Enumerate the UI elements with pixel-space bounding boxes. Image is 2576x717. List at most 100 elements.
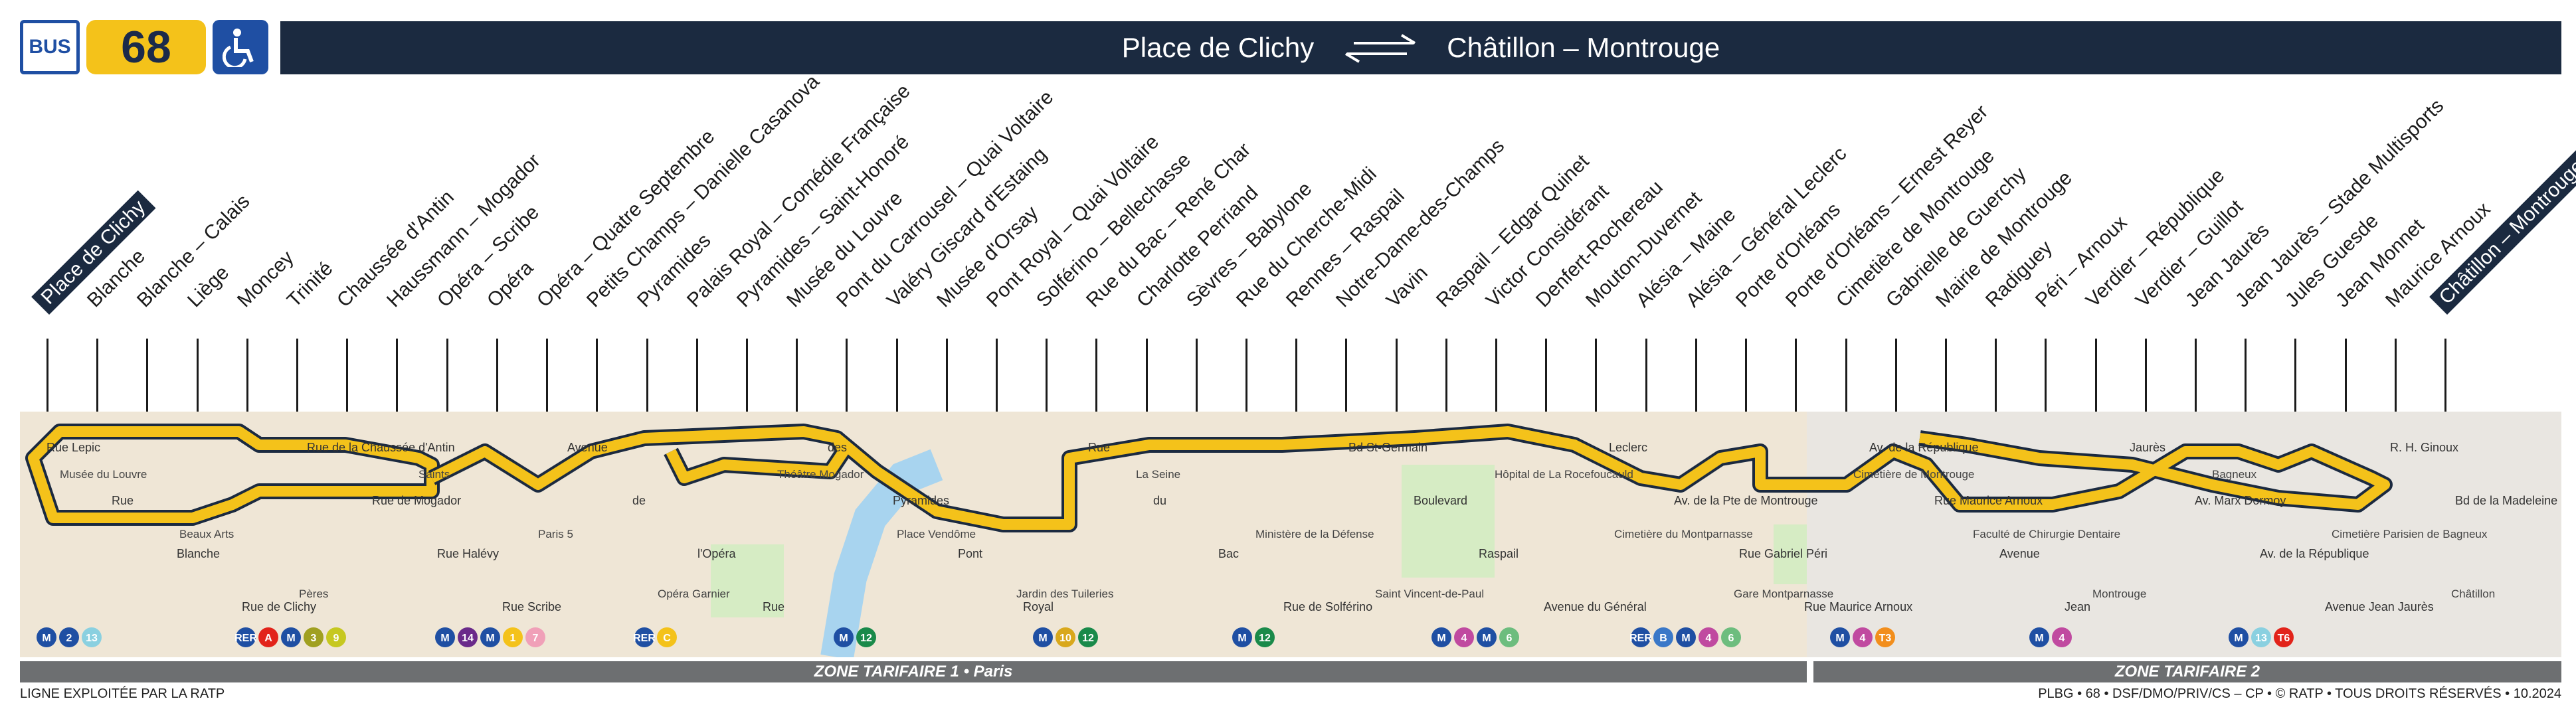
connection-badge bbox=[1653, 627, 1673, 647]
connection-label: M bbox=[286, 633, 295, 644]
connection-label: 12 bbox=[860, 633, 872, 644]
connection-label: 14 bbox=[462, 633, 474, 644]
connection-label: 4 bbox=[1860, 633, 1866, 644]
place-label: Cimetière du Montparnasse bbox=[1614, 528, 1753, 540]
street-label: Avenue bbox=[1999, 547, 2040, 560]
connection-badge bbox=[856, 627, 876, 647]
street-label: Bac bbox=[1218, 547, 1239, 560]
street-label: Bd St-Germain bbox=[1348, 441, 1427, 454]
stop-tick bbox=[1695, 339, 1697, 412]
street-label: Rue Maurice Arnoux bbox=[1934, 494, 2043, 507]
place-label: Hôpital de La Rocefoucauld bbox=[1495, 468, 1633, 481]
connection-badge bbox=[82, 627, 102, 647]
connection-badge bbox=[1454, 627, 1474, 647]
street-label: du bbox=[1153, 494, 1166, 507]
connection-label: 6 bbox=[1507, 633, 1513, 644]
connection-label: 10 bbox=[1059, 633, 1071, 644]
connection-badge bbox=[1056, 627, 1075, 647]
connection-badge bbox=[503, 627, 523, 647]
connection-label: M bbox=[2035, 633, 2043, 644]
stop-tick bbox=[46, 339, 48, 412]
stop-tick bbox=[1845, 339, 1847, 412]
stop-tick bbox=[1745, 339, 1747, 412]
connection-label: M bbox=[1437, 633, 1445, 644]
connection-label: RER bbox=[234, 633, 257, 644]
connection-badge bbox=[59, 627, 79, 647]
connection-label: M bbox=[486, 633, 494, 644]
connection-badge bbox=[1431, 627, 1451, 647]
connection-badge bbox=[2229, 627, 2249, 647]
connection-badge bbox=[458, 627, 478, 647]
copyright-notice: PLBG • 68 • DSF/DMO/PRIV/CS – CP • © RAT… bbox=[2038, 686, 2561, 701]
connection-badge bbox=[1078, 627, 1098, 647]
stop-tick bbox=[1795, 339, 1797, 412]
stop-tick bbox=[846, 339, 848, 412]
zone-2-bar: ZONE TARIFAIRE 2 bbox=[1813, 661, 2561, 682]
jardin-tuileries-area bbox=[711, 544, 784, 617]
stop-tick bbox=[2294, 339, 2296, 412]
stop-tick bbox=[1396, 339, 1398, 412]
connection-label: M bbox=[440, 633, 449, 644]
connection-label: 2 bbox=[66, 633, 72, 644]
street-label: Av. de la République bbox=[2260, 547, 2369, 560]
zone-2-label: ZONE TARIFAIRE 2 bbox=[2114, 663, 2260, 680]
street-label: Rue de Mogador bbox=[372, 494, 461, 507]
connection-badge bbox=[258, 627, 278, 647]
stop-tick bbox=[2195, 339, 2197, 412]
connection-label: M bbox=[42, 633, 50, 644]
connection-label: M bbox=[1681, 633, 1690, 644]
place-label: Place Vendôme bbox=[897, 528, 976, 540]
street-label: Rue Gabriel Péri bbox=[1739, 547, 1827, 560]
stop-tick bbox=[546, 339, 548, 412]
connection-badge bbox=[1676, 627, 1696, 647]
connection-badge bbox=[2029, 627, 2049, 647]
connection-badge bbox=[2052, 627, 2072, 647]
connection-badge bbox=[657, 627, 677, 647]
stop-tick bbox=[496, 339, 498, 412]
stop-tick bbox=[896, 339, 898, 412]
place-label: Pères bbox=[299, 588, 328, 600]
stop-tick bbox=[1146, 339, 1148, 412]
wheelchair-icon bbox=[213, 20, 268, 74]
street-label: des bbox=[828, 441, 847, 454]
street-label: Royal bbox=[1023, 600, 1054, 613]
connection-badge bbox=[1033, 627, 1053, 647]
connection-badge bbox=[37, 627, 56, 647]
stop-tick bbox=[396, 339, 398, 412]
connection-badge bbox=[480, 627, 500, 647]
street-label: Bd de la Madeleine bbox=[2455, 494, 2557, 507]
place-label: Paris 5 bbox=[538, 528, 573, 540]
connection-badge bbox=[1477, 627, 1497, 647]
stop-tick bbox=[1095, 339, 1097, 412]
stop-tick bbox=[2345, 339, 2347, 412]
street-label: Av. de la République bbox=[1869, 441, 1978, 454]
place-label: Saint Vincent-de-Paul bbox=[1375, 588, 1484, 600]
connection-label: M bbox=[1038, 633, 1047, 644]
connection-label: 9 bbox=[333, 633, 339, 644]
street-label: Rue de Clichy bbox=[242, 600, 316, 613]
stop-tick bbox=[1445, 339, 1447, 412]
street-label: Av. Marx Dormoy bbox=[2195, 494, 2286, 507]
destination-label: Châtillon – Montrouge bbox=[1447, 32, 1720, 63]
line-number-badge: 68 bbox=[86, 20, 206, 74]
stop-tick bbox=[2245, 339, 2247, 412]
place-label: Montrouge bbox=[2092, 588, 2146, 600]
connection-label: 3 bbox=[311, 633, 317, 644]
stop-tick bbox=[2395, 339, 2397, 412]
street-label: Boulevard bbox=[1414, 494, 1467, 507]
connection-label: RER bbox=[1629, 633, 1652, 644]
operator-notice: LIGNE EXPLOITÉE PAR LA RATP bbox=[20, 686, 225, 701]
connection-label: 12 bbox=[1259, 633, 1271, 644]
street-label: Rue Halévy bbox=[437, 547, 499, 560]
street-label: Avenue du Général bbox=[1544, 600, 1647, 613]
connection-label: B bbox=[1659, 633, 1667, 644]
connection-badge bbox=[1232, 627, 1252, 647]
route-line-north bbox=[28, 426, 437, 523]
connection-badge bbox=[1631, 627, 1651, 647]
stop-tick bbox=[1645, 339, 1647, 412]
street-label: Rue de la Chaussée d'Antin bbox=[307, 441, 455, 454]
route-title-bar: Place de Clichy Châtillon – Montrouge bbox=[280, 21, 2561, 74]
connection-badge bbox=[1875, 627, 1895, 647]
